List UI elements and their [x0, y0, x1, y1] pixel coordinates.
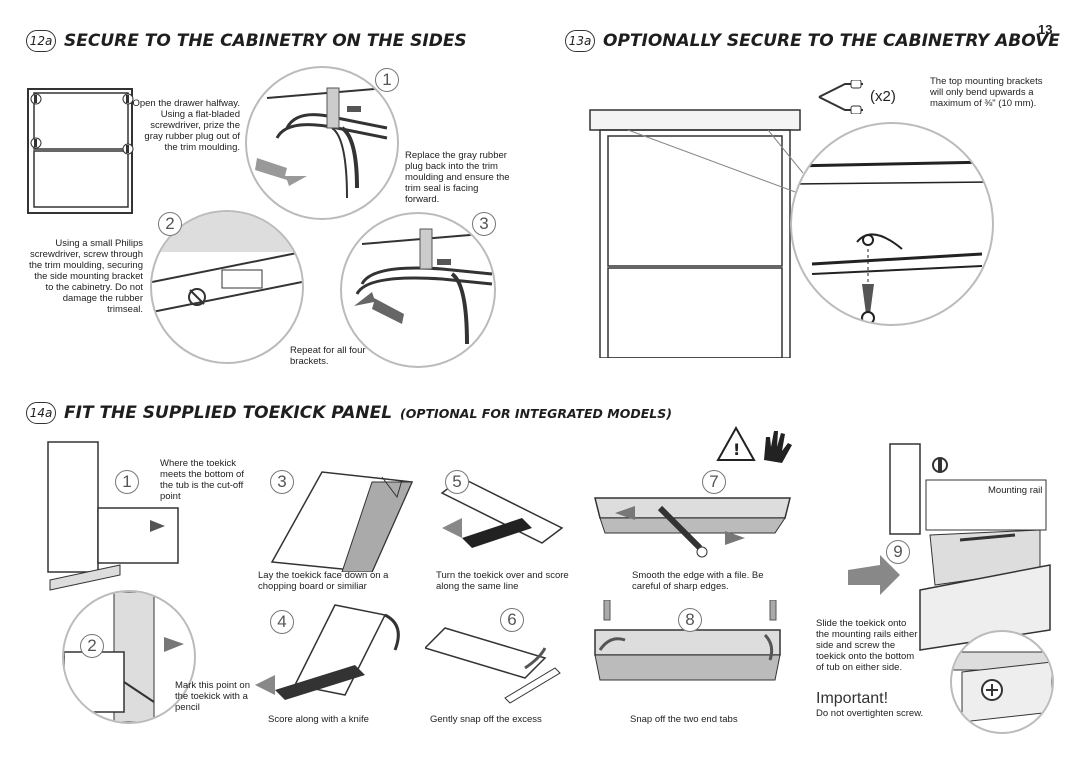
step-number-8: 8	[678, 608, 702, 632]
toekick-step-3-text: Lay the toekick face down on a chopping …	[258, 570, 389, 592]
step-1-replace-instruction: Replace the gray rubber plug back into t…	[405, 150, 510, 205]
toekick-step-9-illustration	[848, 443, 1051, 651]
section-badge: 14a	[26, 402, 56, 424]
step-1-instruction: Open the drawer halfway. Using a flat-bl…	[132, 98, 240, 153]
top-bracket-icon	[818, 80, 863, 114]
section-title: FIT THE SUPPLIED TOEKICK PANEL	[64, 403, 393, 423]
toekick-step-5-text: Turn the toekick over and score along th…	[436, 570, 569, 592]
step-number-4: 4	[270, 610, 294, 634]
toekick-step-6-illustration	[425, 627, 561, 704]
bracket-quantity: (x2)	[870, 88, 896, 105]
step-2-instruction: Using a small Philips screwdriver, screw…	[28, 238, 143, 315]
step-number-2: 2	[158, 212, 182, 236]
toekick-step-7-text: Smooth the edge with a file. Be careful …	[632, 570, 764, 592]
section-badge: 13a	[565, 30, 595, 52]
section-12a-heading: 12a SECURE TO THE CABINETRY ON THE SIDES	[26, 30, 467, 52]
toekick-step-4-text: Score along with a knife	[268, 714, 369, 725]
toekick-step-4-illustration	[255, 604, 400, 700]
detail-circle-3	[340, 212, 496, 368]
repeat-note: Repeat for all four brackets.	[290, 345, 366, 367]
toekick-step-2-circle	[62, 590, 196, 724]
bracket-detail-circle	[790, 122, 994, 326]
step-number-9: 9	[886, 540, 910, 564]
step-number-1: 1	[375, 68, 399, 92]
toekick-step-2-text: Mark this point on the toekick with a pe…	[175, 680, 250, 713]
step-number-6: 6	[500, 608, 524, 632]
step-number-3: 3	[472, 212, 496, 236]
step-number-2: 2	[80, 634, 104, 658]
toekick-step-6-text: Gently snap off the excess	[430, 714, 542, 725]
section-title: SECURE TO THE CABINETRY ON THE SIDES	[64, 31, 467, 51]
section-subtitle: (OPTIONAL FOR INTEGRATED MODELS)	[400, 405, 672, 421]
svg-text:!: !	[733, 440, 740, 459]
toekick-step-9-text: Slide the toekick onto the mounting rail…	[816, 618, 918, 673]
section-14a-heading: 14a FIT THE SUPPLIED TOEKICK PANEL (OPTI…	[26, 402, 672, 424]
important-title: Important!	[816, 690, 889, 707]
important-text: Do not overtighten screw.	[816, 708, 924, 719]
section-badge: 12a	[26, 30, 56, 52]
step-number-1: 1	[115, 470, 139, 494]
section-13a-heading: 13a OPTIONALLY SECURE TO THE CABINETRY A…	[565, 30, 1060, 52]
mounting-rail-label: Mounting rail	[988, 485, 1043, 496]
detail-circle-1	[245, 66, 399, 220]
toekick-step-1-text: Where the toekick meets the bottom of th…	[160, 458, 244, 502]
page-number: 13	[1038, 22, 1053, 37]
screw-detail-circle	[950, 630, 1054, 734]
section-title: OPTIONALLY SECURE TO THE CABINETRY ABOVE	[603, 31, 1060, 51]
toekick-step-7-illustration	[594, 497, 791, 558]
toekick-step-5-illustration	[440, 477, 564, 548]
step-number-5: 5	[445, 470, 469, 494]
top-bracket-note: The top mounting brackets will only bend…	[930, 76, 1043, 109]
step-number-7: 7	[702, 470, 726, 494]
toekick-step-8-text: Snap off the two end tabs	[630, 714, 738, 725]
warning-sharp-edge-icon: !	[716, 425, 792, 463]
step-number-3: 3	[270, 470, 294, 494]
cabinet-top-illustration	[589, 109, 804, 358]
toekick-step-1-illustration	[47, 441, 179, 591]
appliance-front-illustration	[27, 88, 134, 214]
toekick-step-3-illustration	[270, 471, 414, 572]
toekick-step-8-illustration	[594, 600, 781, 681]
